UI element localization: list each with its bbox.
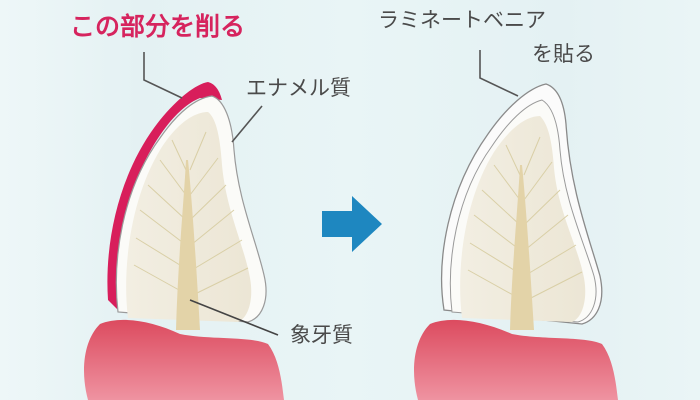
- dentin-leader-line: [189, 299, 279, 336]
- cut-area-label: この部分を削る: [70, 12, 246, 41]
- veneer-leader-line: [479, 50, 519, 97]
- left-tooth: [84, 52, 284, 400]
- veneer-label-line1: ラミネートベニア: [378, 8, 546, 32]
- pulp: [510, 165, 534, 330]
- right-tooth: [414, 50, 618, 400]
- cut-leader-line: [143, 52, 183, 99]
- right-gum: [414, 319, 618, 400]
- right-arrow-icon: [322, 196, 382, 252]
- pulp: [176, 160, 200, 330]
- left-gum: [84, 319, 284, 400]
- veneer-label-line2: を貼る: [532, 42, 595, 66]
- dentin-tubules: [467, 136, 583, 301]
- dentin-label: 象牙質: [290, 323, 353, 347]
- enamel-label: エナメル質: [246, 76, 351, 100]
- enamel-leader-line: [231, 105, 263, 143]
